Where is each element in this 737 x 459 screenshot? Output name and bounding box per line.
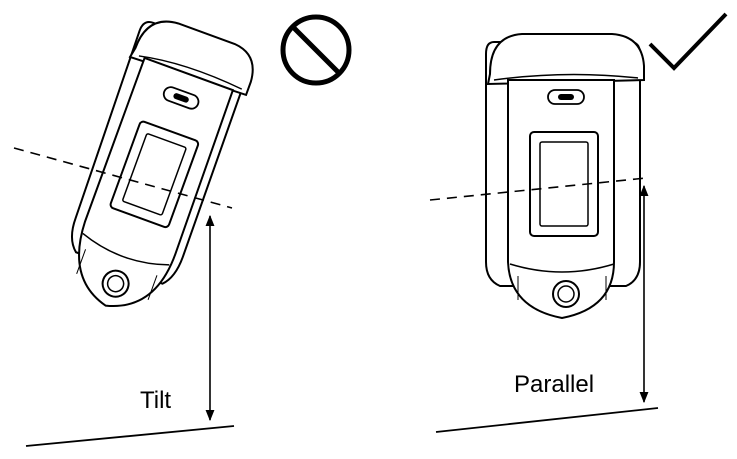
parallel-floor-line [435, 407, 659, 433]
microwave-lens [552, 280, 580, 308]
pir-lens-window [529, 131, 599, 237]
tilt-panel: Tilt [13, 14, 352, 447]
tilt-floor-line [25, 425, 235, 447]
upright-detector [485, 33, 645, 320]
parallel-reference-line [429, 177, 647, 201]
pir-lens-window [109, 120, 200, 229]
detector-hood [128, 20, 254, 97]
led-window [162, 86, 200, 110]
tilted-detector [70, 20, 254, 307]
prohibited-icon [280, 14, 352, 86]
detector-hood [486, 33, 645, 86]
led-window [547, 89, 585, 105]
microwave-lens [101, 269, 130, 298]
tilt-label: Tilt [140, 387, 171, 414]
tilt-reference-line [13, 147, 233, 209]
parallel-label: Parallel [514, 371, 594, 398]
parallel-panel: Parallel [429, 12, 728, 433]
checkmark-icon [648, 12, 728, 71]
